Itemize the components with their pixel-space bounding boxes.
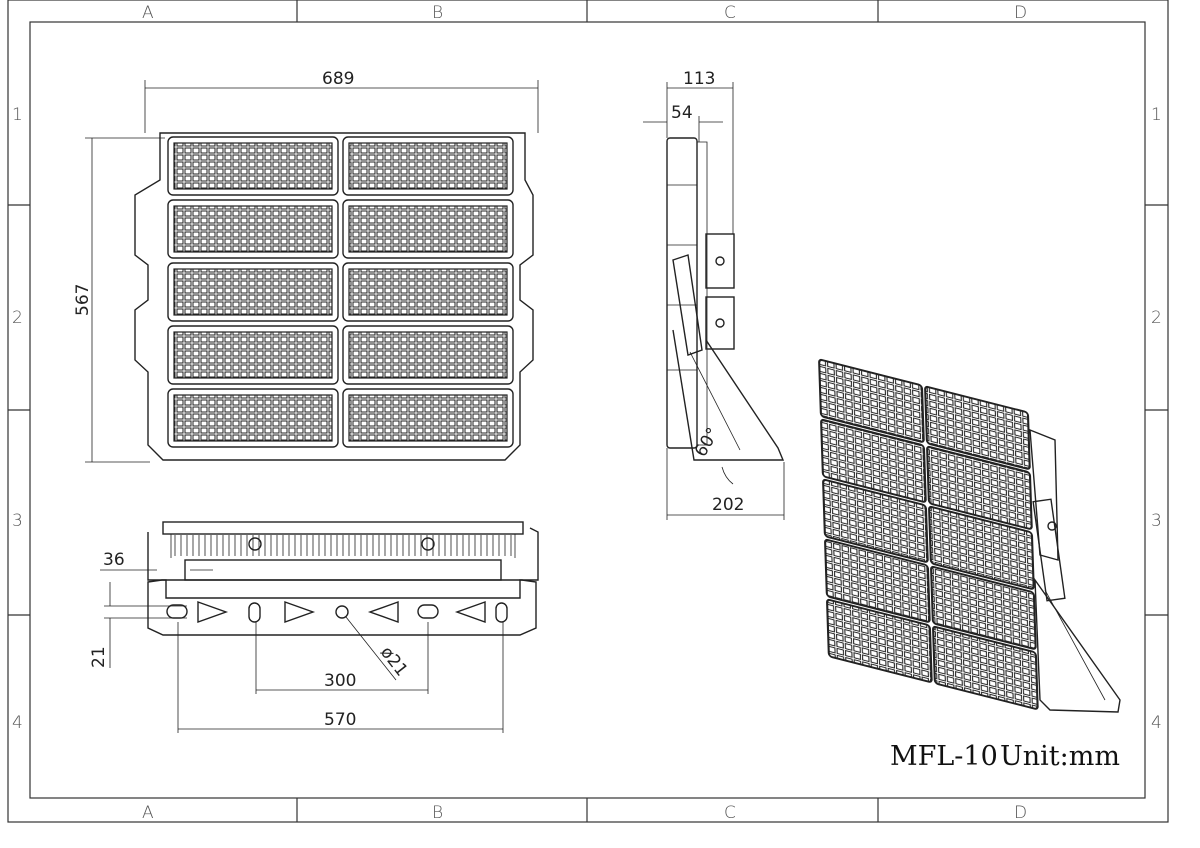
led-module <box>342 325 514 385</box>
drawing-frame: A B C D A B C D 1 2 3 4 1 2 3 4 <box>7 0 1169 823</box>
led-module <box>167 388 339 448</box>
column-label-a-top: A <box>142 3 154 23</box>
model-name: MFL-10 <box>890 741 998 772</box>
row-label-1-right: 1 <box>1151 105 1162 125</box>
unit-label: Unit:mm <box>1000 741 1120 772</box>
isometric-led-modules <box>818 358 1039 710</box>
row-label-1-left: 1 <box>12 105 23 125</box>
row-label-2-right: 2 <box>1151 308 1162 328</box>
column-label-c-bottom: C <box>724 803 736 823</box>
side-view: 113 54 60° 202 <box>643 69 785 520</box>
panel-dimension: 54 <box>671 103 693 123</box>
hole-spacing-dimension: 300 <box>324 671 356 691</box>
led-module <box>924 385 1031 470</box>
offset-dimension: 36 <box>103 550 125 570</box>
column-label-d-top: D <box>1014 3 1027 23</box>
isometric-view <box>818 358 1121 713</box>
led-module <box>342 388 514 448</box>
led-module <box>826 598 933 683</box>
led-module <box>820 418 927 503</box>
led-module <box>167 325 339 385</box>
outer-spacing-dimension: 570 <box>324 710 356 730</box>
width-dimension: 689 <box>322 69 354 89</box>
column-label-b-top: B <box>432 3 443 23</box>
front-led-modules <box>167 136 514 448</box>
led-module <box>167 199 339 259</box>
led-module <box>928 505 1035 590</box>
column-label-c-top: C <box>724 3 736 23</box>
title-block: MFL-10 Unit:mm <box>890 741 1120 772</box>
led-module <box>932 625 1039 710</box>
bottom-view: 36 21 300 570 ø21 <box>89 521 539 733</box>
depth-dimension: 113 <box>683 69 715 89</box>
slot-dimension: 21 <box>89 646 109 668</box>
led-module <box>167 136 339 196</box>
column-label-b-bottom: B <box>432 803 443 823</box>
led-module <box>818 358 925 443</box>
led-module <box>824 538 931 623</box>
heatsink-fins <box>174 535 512 556</box>
led-module <box>342 199 514 259</box>
column-label-d-bottom: D <box>1014 803 1027 823</box>
row-label-4-left: 4 <box>12 713 23 733</box>
front-view: 689 567 <box>73 69 539 463</box>
led-module <box>342 136 514 196</box>
led-module <box>930 565 1037 650</box>
row-label-4-right: 4 <box>1151 713 1162 733</box>
row-label-2-left: 2 <box>12 308 23 328</box>
led-module <box>342 262 514 322</box>
height-dimension: 567 <box>73 284 93 316</box>
led-module <box>822 478 929 563</box>
bracket-dimension: 202 <box>712 495 744 515</box>
hole-diameter-dimension: ø21 <box>376 643 411 681</box>
angle-dimension: 60° <box>691 424 723 460</box>
led-module <box>926 445 1033 530</box>
row-label-3-left: 3 <box>12 511 23 531</box>
row-label-3-right: 3 <box>1151 511 1162 531</box>
column-label-a-bottom: A <box>142 803 154 823</box>
led-module <box>167 262 339 322</box>
